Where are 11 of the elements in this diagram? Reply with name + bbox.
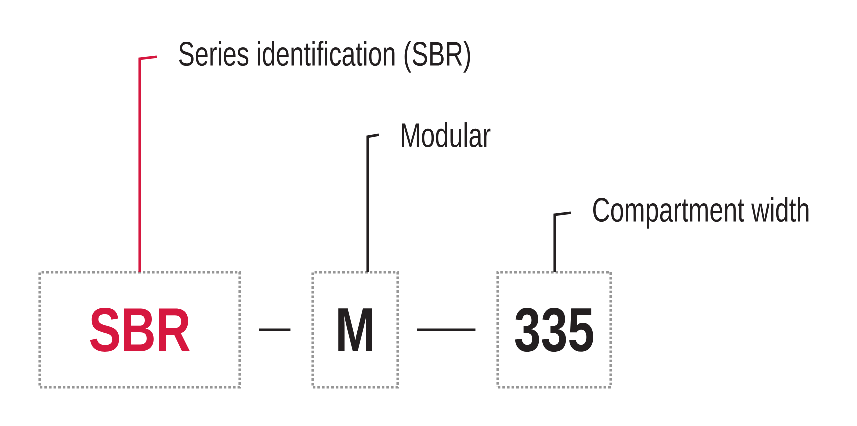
code-box: SBR xyxy=(38,271,242,389)
dash-line xyxy=(417,328,476,332)
label-text: Modular xyxy=(402,122,491,148)
label-text: Series identification (SBR) xyxy=(179,41,470,73)
dash-line xyxy=(259,328,291,332)
leader-line xyxy=(366,134,380,272)
code-box: M xyxy=(312,271,400,389)
code-box: 335 xyxy=(496,271,612,389)
leader-line xyxy=(554,212,572,272)
leader-line xyxy=(138,56,158,272)
label-text: Compartment width xyxy=(593,197,809,229)
